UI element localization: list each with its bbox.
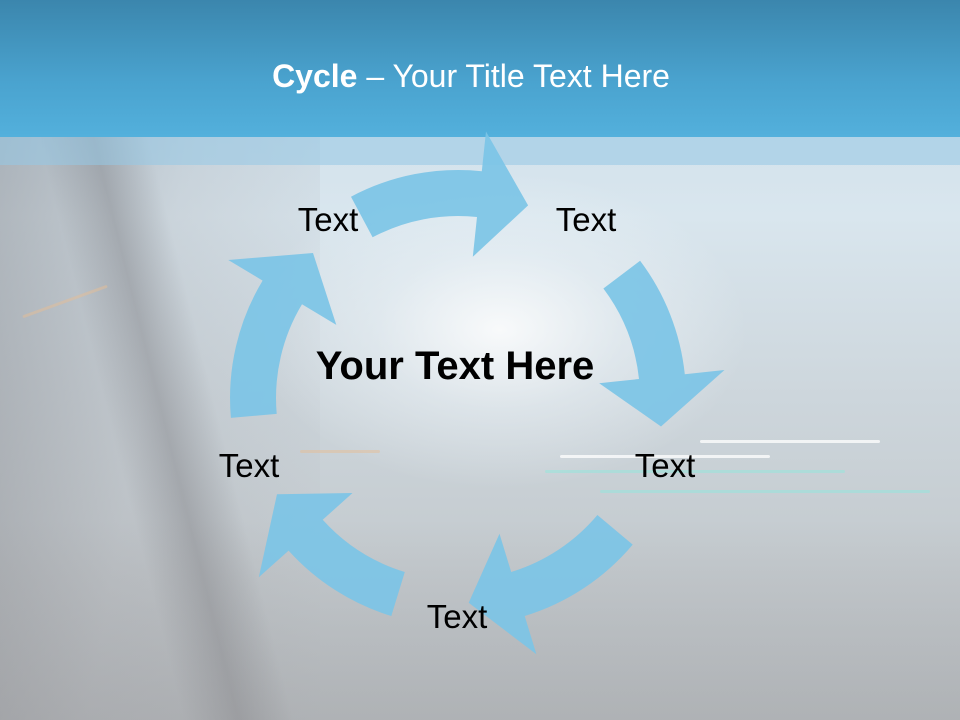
cycle-node-label: Text (634, 447, 696, 484)
cycle-arrow (468, 515, 633, 655)
light-streak (600, 490, 930, 493)
cycle-arrow (351, 131, 529, 257)
slide-title-rest: – Your Title Text Here (357, 58, 670, 94)
cycle-node-label: Text (426, 598, 488, 635)
cycle-node-label: Text (218, 447, 280, 484)
slide-title: Cycle – Your Title Text Here (0, 54, 942, 98)
light-streak (560, 455, 770, 458)
title-bar (0, 0, 960, 137)
light-streak (300, 450, 380, 453)
background-road (0, 520, 960, 720)
cycle-node-label: Text (555, 201, 617, 238)
center-text: Your Text Here (315, 344, 595, 388)
light-streak (545, 470, 845, 473)
cycle-node-label: Text (297, 201, 359, 238)
light-streak (700, 440, 880, 443)
cycle-arrow (599, 260, 725, 427)
cycle-arrow (228, 253, 337, 418)
slide-title-bold: Cycle (272, 58, 358, 94)
cycle-arrow (258, 493, 405, 616)
title-bar-band (0, 137, 960, 165)
